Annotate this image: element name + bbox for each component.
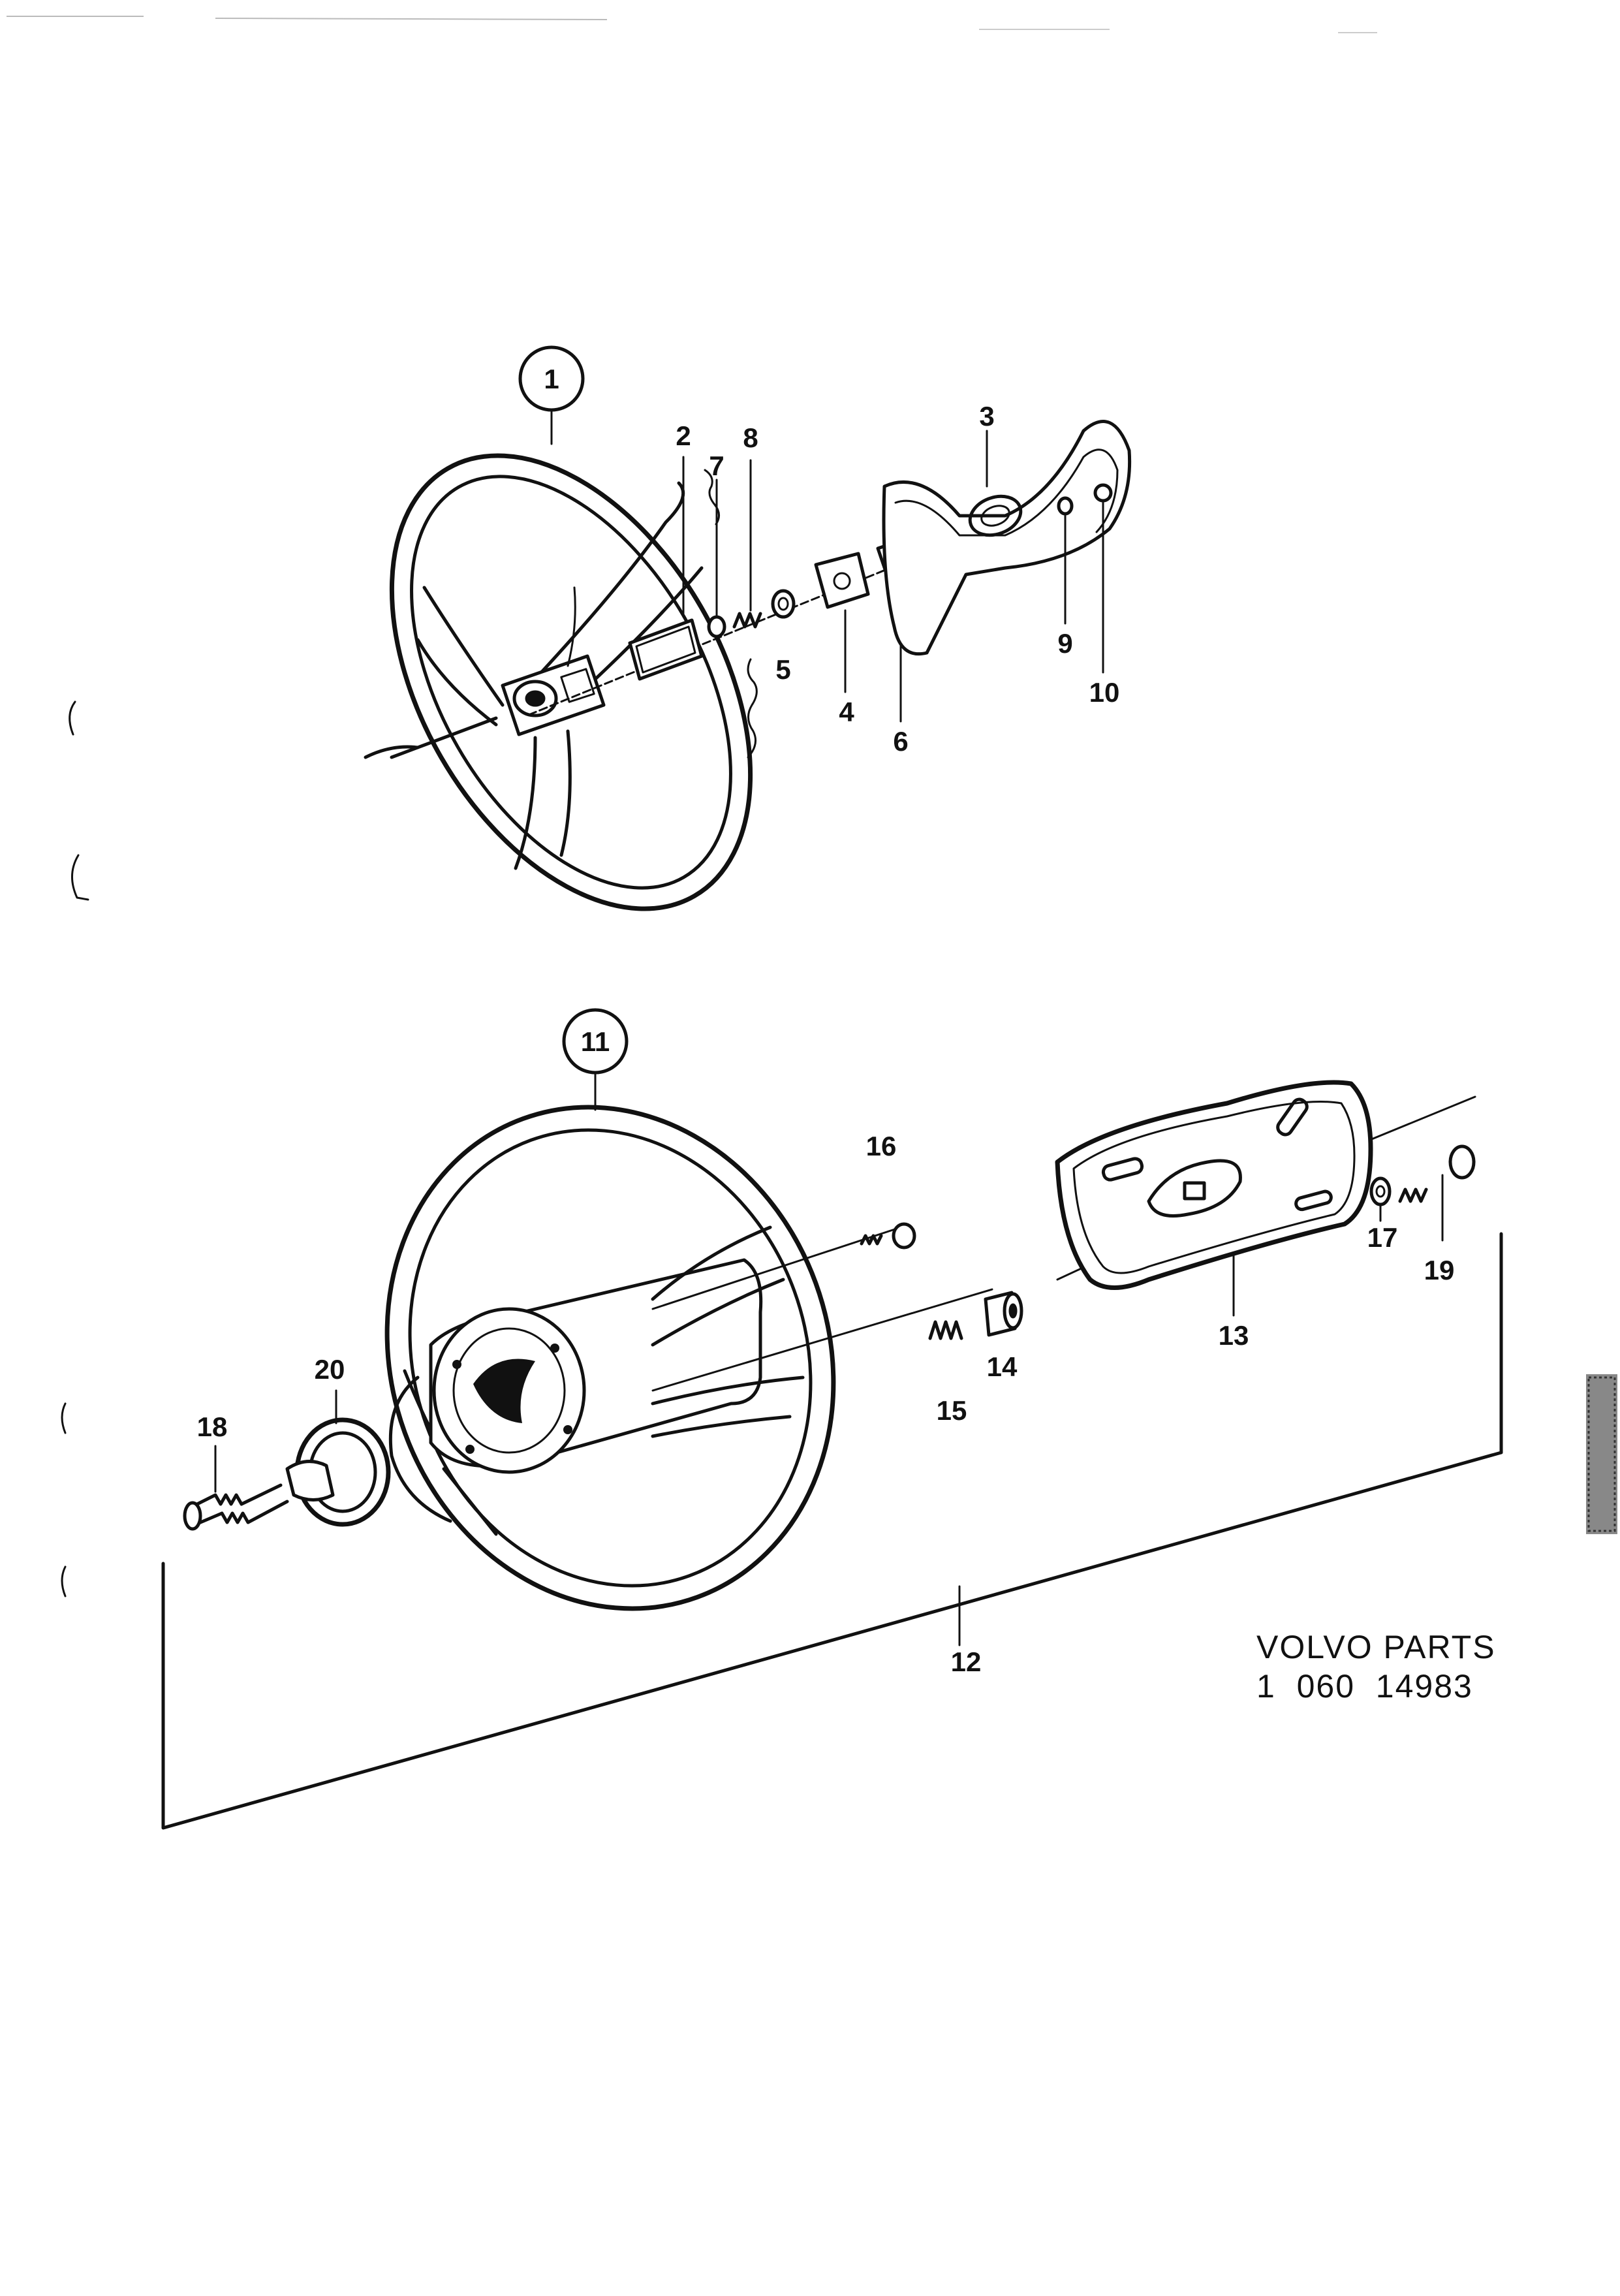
lower-steering-wheel-assembly (161, 1080, 1503, 1830)
label-part-5: 5 (775, 654, 790, 685)
part-13-center-pad (1055, 1080, 1373, 1317)
caption-line-2: 1 060 14983 (1256, 1668, 1473, 1705)
label-part-8: 8 (743, 422, 758, 453)
part-4-contact-plate (814, 552, 870, 693)
part-labels: 2 3 4 5 6 7 8 9 10 12 13 14 15 16 17 18 … (197, 401, 1455, 1677)
upper-steering-wheel-assembly (364, 419, 1132, 911)
halftone-tab (1586, 1374, 1617, 1534)
scan-artifacts (7, 16, 1377, 33)
label-part-18: 18 (197, 1411, 228, 1442)
label-part-16: 16 (866, 1131, 897, 1161)
part-15-spring (928, 1320, 963, 1340)
label-part-19: 19 (1424, 1255, 1455, 1285)
part-3-center-pad (882, 419, 1132, 656)
caption-line-1: VOLVO PARTS (1256, 1629, 1496, 1665)
group-callout-11: 11 (562, 1008, 629, 1111)
label-part-14: 14 (987, 1351, 1018, 1382)
part-18-bolt (183, 1445, 289, 1531)
label-part-4: 4 (839, 697, 854, 727)
part-14-bush (984, 1291, 1023, 1337)
callout-1-label: 1 (544, 364, 559, 394)
label-part-13: 13 (1219, 1320, 1249, 1351)
drawing-caption: VOLVO PARTS 1 060 14983 (1256, 1629, 1496, 1705)
part-17-washer (1369, 1176, 1392, 1222)
part-2-horn-contact-plate (628, 456, 704, 681)
label-part-9: 9 (1057, 628, 1072, 659)
label-part-20: 20 (315, 1354, 345, 1385)
label-part-6: 6 (893, 726, 908, 757)
part-7-washer (707, 479, 726, 638)
label-part-2: 2 (676, 420, 691, 451)
label-part-3: 3 (979, 401, 994, 432)
label-part-12: 12 (951, 1646, 982, 1677)
part-19-screw (1398, 1144, 1476, 1242)
group-callout-1: 1 (518, 345, 585, 445)
label-part-10: 10 (1089, 677, 1120, 708)
label-part-7: 7 (709, 450, 724, 481)
part-12-bracket (161, 1232, 1503, 1830)
part-5-bush (771, 589, 796, 619)
part-8-spring (732, 459, 762, 629)
part-20-contact-ring (285, 1389, 391, 1527)
callout-11-label: 11 (581, 1026, 610, 1057)
label-part-17: 17 (1367, 1222, 1398, 1253)
part-9-nut (1057, 496, 1074, 625)
binder-marks (61, 700, 89, 1597)
part-10-screw (1093, 483, 1113, 674)
label-part-15: 15 (937, 1395, 967, 1426)
part-16-screw (860, 1222, 916, 1250)
